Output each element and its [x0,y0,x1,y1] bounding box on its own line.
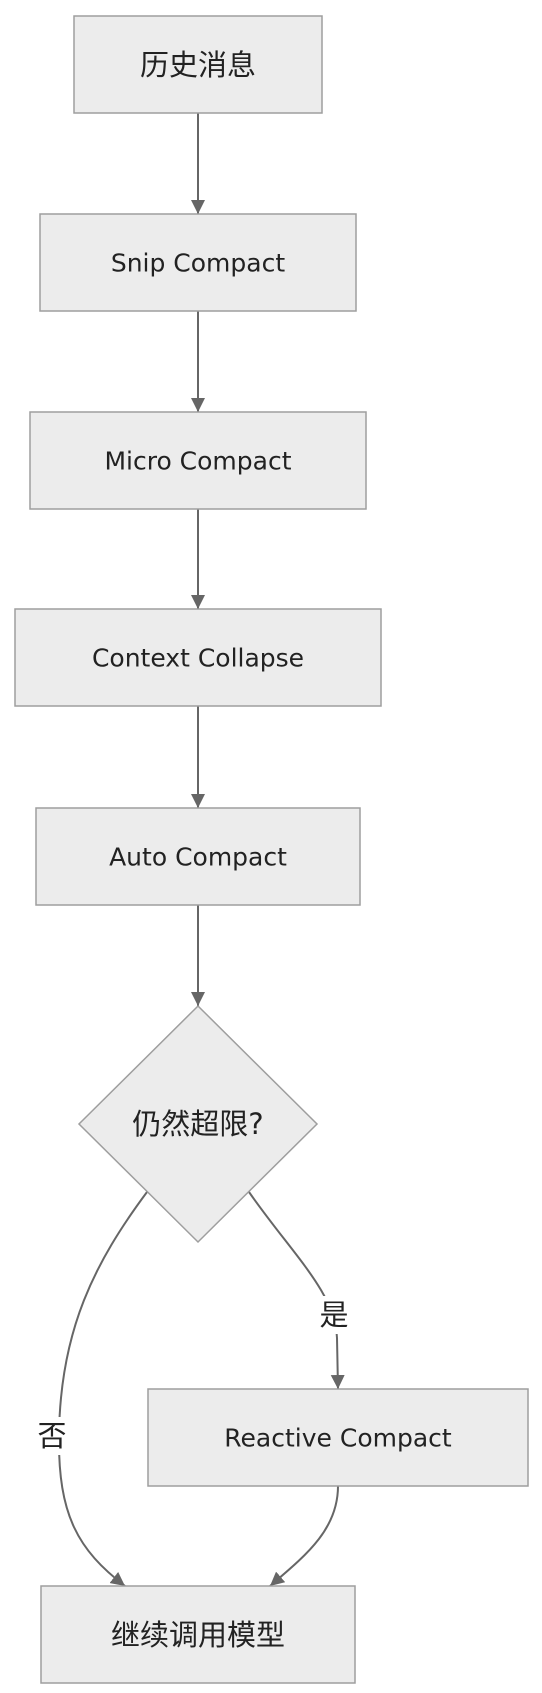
node-snip-compact: Snip Compact [39,213,357,312]
node-continue-model-box [40,1585,356,1684]
edge-decision-yes-to-reactive [248,1191,345,1390]
node-decision-label: 仍然超限? [132,1107,263,1141]
node-snip-compact-label: Snip Compact [111,249,286,278]
node-reactive-compact: Reactive Compact [147,1388,529,1487]
edge-label-yes: 是 [318,1296,350,1334]
node-decision-diamond [77,1004,319,1244]
node-history-label: 历史消息 [140,48,256,82]
node-context-collapse: Context Collapse [14,608,382,707]
edge-label-no-text: 否 [37,1419,66,1453]
node-micro-compact-box [29,411,367,510]
node-snip-compact-box [39,213,357,312]
node-continue-model-label: 继续调用模型 [111,1618,285,1652]
edge-reactive-to-continue [269,1485,339,1587]
node-micro-compact: Micro Compact [29,411,367,510]
node-history: 历史消息 [73,15,323,114]
node-reactive-compact-box [147,1388,529,1487]
edge-decision-no-to-continue [57,1191,148,1587]
edge-label-yes-text: 是 [319,1298,348,1332]
node-auto-compact-box [35,807,361,906]
node-auto-compact-label: Auto Compact [109,843,287,872]
node-decision: 仍然超限? [77,1004,319,1244]
node-history-box [73,15,323,114]
node-context-collapse-box [14,608,382,707]
node-context-collapse-label: Context Collapse [92,644,304,673]
node-micro-compact-label: Micro Compact [104,447,291,476]
node-reactive-compact-label: Reactive Compact [224,1424,452,1453]
node-continue-model: 继续调用模型 [40,1585,356,1684]
edge-label-no: 否 [36,1417,68,1455]
node-auto-compact: Auto Compact [35,807,361,906]
